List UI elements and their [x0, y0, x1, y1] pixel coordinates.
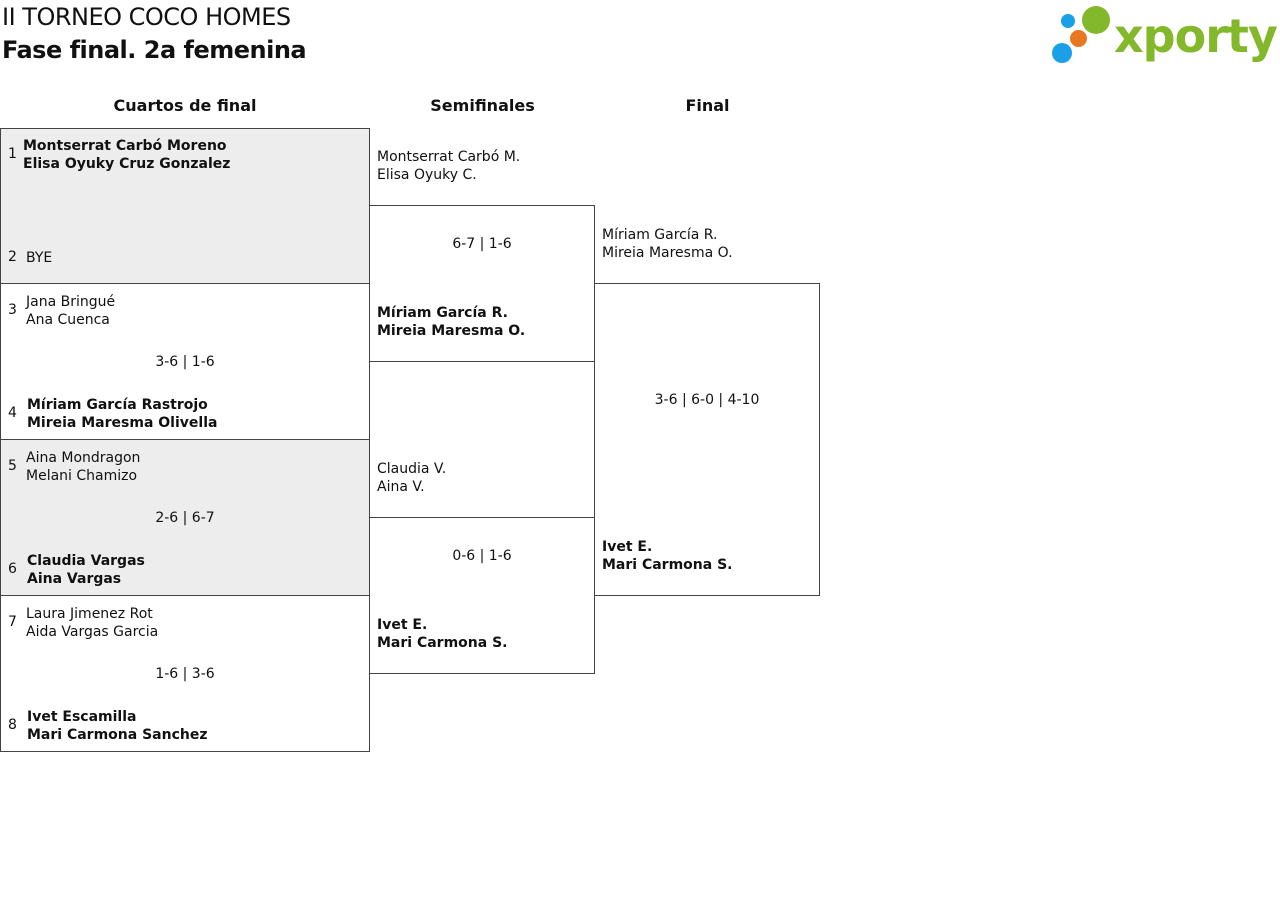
player-name: Mireia Maresma Olivella [27, 415, 218, 431]
player-name: Claudia V. [377, 461, 447, 477]
team-bottom: Míriam García Rastrojo Mireia Maresma Ol… [27, 396, 217, 432]
player-name: Elisa Oyuky Cruz Gonzalez [23, 156, 231, 172]
player-name: Ivet E. [377, 617, 428, 633]
semifinal-2-team-top: Claudia V. Aina V. [377, 460, 446, 496]
player-name: Montserrat Carbó Moreno [23, 138, 227, 154]
team-top: Aina Mondragon Melani Chamizo [26, 449, 140, 485]
team-bottom: Ivet Escamilla Mari Carmona Sanchez [27, 708, 207, 744]
player-name: Elisa Oyuky C. [377, 167, 477, 183]
team-bottom: BYE [26, 249, 52, 267]
team-top: Laura Jimenez Rot Aida Vargas Garcia [26, 605, 158, 641]
player-name: Jana Bringué [26, 294, 116, 310]
logo-dot-blue-small [1061, 14, 1075, 28]
player-name: Mireia Maresma O. [377, 323, 526, 339]
seed-number: 3 [8, 302, 17, 318]
match-score: 3-6 | 1-6 [155, 354, 215, 370]
player-name: Aina V. [377, 479, 425, 495]
player-name: BYE [26, 250, 53, 266]
player-name: Claudia Vargas [27, 553, 145, 569]
player-name: Aina Mondragon [26, 450, 141, 466]
seed-number: 4 [8, 405, 17, 421]
seed-number: 8 [8, 717, 17, 733]
logo-dot-green-large [1082, 6, 1110, 34]
player-name: Míriam García R. [377, 305, 508, 321]
seed-number: 5 [8, 458, 17, 474]
xporty-logo[interactable]: xporty [1052, 4, 1278, 68]
team-top: Montserrat Carbó Moreno Elisa Oyuky Cruz… [23, 137, 230, 173]
seed-number: 6 [8, 561, 17, 577]
semifinal-1-team-top: Montserrat Carbó M. Elisa Oyuky C. [377, 148, 520, 184]
round-header-quarterfinals: Cuartos de final [113, 96, 257, 115]
team-top: Jana Bringué Ana Cuenca [26, 293, 115, 329]
semifinal-match-1[interactable]: 6-7 | 1-6 Míriam García R. Mireia Maresm… [369, 205, 595, 362]
team-bottom: Míriam García R. Mireia Maresma O. [377, 304, 525, 340]
player-name: Mari Carmona S. [602, 557, 733, 573]
logo-dot-orange [1070, 30, 1087, 47]
semifinal-match-2[interactable]: 0-6 | 1-6 Ivet E. Mari Carmona S. [369, 517, 595, 674]
logo-dot-blue-large [1052, 43, 1072, 63]
player-name: Ivet Escamilla [27, 709, 137, 725]
round-header-final: Final [685, 96, 730, 115]
match-score: 0-6 | 1-6 [452, 548, 512, 564]
final-team-top: Míriam García R. Mireia Maresma O. [602, 226, 733, 262]
final-match[interactable]: 3-6 | 6-0 | 4-10 Ivet E. Mari Carmona S. [594, 283, 820, 596]
player-name: Mireia Maresma O. [602, 245, 733, 261]
team-bottom: Claudia Vargas Aina Vargas [27, 552, 145, 588]
player-name: Míriam García Rastrojo [27, 397, 208, 413]
player-name: Míriam García R. [602, 227, 718, 243]
player-name: Mari Carmona S. [377, 635, 508, 651]
player-name: Mari Carmona Sanchez [27, 727, 208, 743]
match-score: 1-6 | 3-6 [155, 666, 215, 682]
match-score: 6-7 | 1-6 [452, 236, 512, 252]
team-bottom: Ivet E. Mari Carmona S. [377, 616, 507, 652]
match-score: 2-6 | 6-7 [155, 510, 215, 526]
seed-number: 2 [8, 249, 17, 265]
team-bottom: Ivet E. Mari Carmona S. [602, 538, 732, 574]
tournament-title: II TORNEO COCO HOMES [2, 3, 291, 31]
player-name: Ana Cuenca [26, 312, 110, 328]
match-score: 3-6 | 6-0 | 4-10 [654, 392, 760, 408]
player-name: Aida Vargas Garcia [26, 624, 159, 640]
round-header-semifinals: Semifinales [430, 96, 535, 115]
player-name: Ivet E. [602, 539, 653, 555]
tournament-subtitle: Fase final. 2a femenina [2, 36, 307, 64]
player-name: Melani Chamizo [26, 468, 138, 484]
quarterfinal-match-4[interactable]: 7 Laura Jimenez Rot Aida Vargas Garcia 1… [0, 595, 370, 752]
seed-number: 1 [8, 146, 17, 162]
player-name: Aina Vargas [27, 571, 122, 587]
logo-text: xporty [1114, 9, 1278, 63]
seed-number: 7 [8, 614, 17, 630]
quarterfinal-match-3[interactable]: 5 Aina Mondragon Melani Chamizo 2-6 | 6-… [0, 439, 370, 596]
quarterfinal-match-2[interactable]: 3 Jana Bringué Ana Cuenca 3-6 | 1-6 4 Mí… [0, 283, 370, 440]
player-name: Laura Jimenez Rot [26, 606, 153, 622]
player-name: Montserrat Carbó M. [377, 149, 521, 165]
quarterfinal-match-1[interactable]: 1 Montserrat Carbó Moreno Elisa Oyuky Cr… [0, 128, 370, 284]
